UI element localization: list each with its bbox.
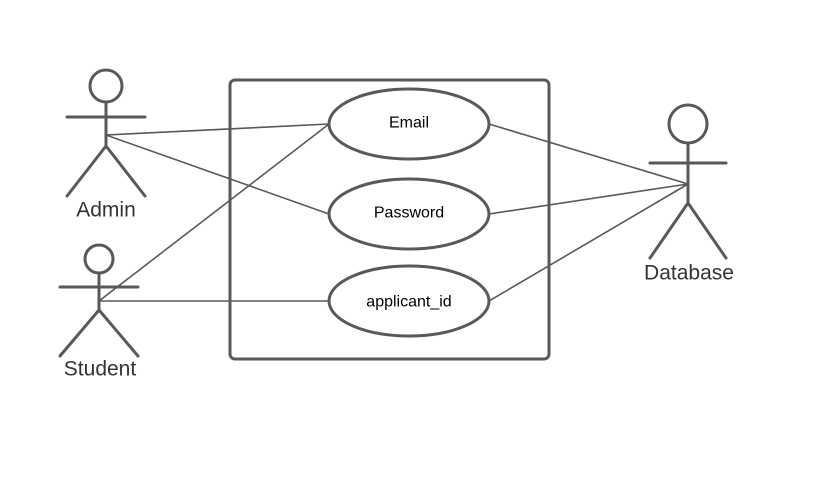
use-case-password: Password [327, 177, 491, 251]
use-case-applicant-id-label: applicant_id [366, 294, 451, 311]
actor-database-label: Database [644, 262, 734, 285]
association-database-applicant-id [488, 183, 689, 302]
actor-student: Student [58, 243, 140, 381]
actor-admin: Admin [65, 68, 147, 222]
use-case-password-shape [327, 177, 491, 251]
use-case-email-label: Email [389, 115, 429, 132]
stick-figure-icon [58, 243, 140, 358]
actor-database: Database [644, 103, 734, 285]
use-case-email: Email [327, 87, 491, 161]
association-student-email [98, 123, 330, 302]
use-case-password-label: Password [374, 205, 444, 222]
actor-student-label: Student [64, 358, 137, 381]
associations [98, 123, 689, 302]
stick-figure-icon [648, 103, 728, 260]
use-case-applicant-id-shape [327, 264, 491, 338]
actor-admin-label: Admin [76, 199, 136, 222]
use-case-email-shape [327, 87, 491, 161]
stick-figure-icon [65, 68, 147, 198]
association-database-password [488, 183, 689, 215]
association-admin-email [105, 123, 330, 136]
association-database-email [488, 123, 689, 185]
use-case-applicant-id: applicant_id [327, 264, 491, 338]
association-admin-password [105, 134, 330, 215]
